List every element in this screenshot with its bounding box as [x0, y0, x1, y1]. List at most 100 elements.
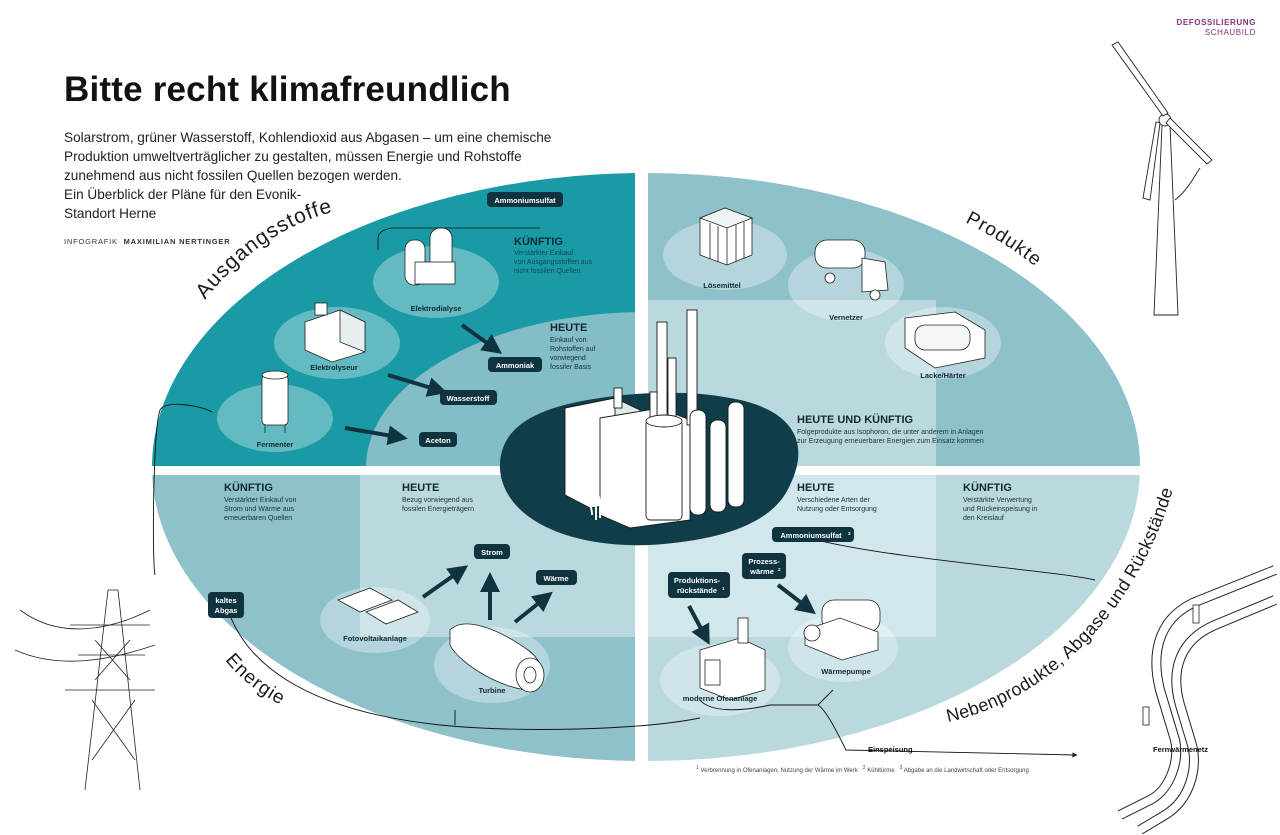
tag-text: Ammoniak — [496, 361, 535, 370]
fernwaerme-label: Fernwärmenetz — [1153, 745, 1208, 754]
tag-ammoniak: Ammoniak — [488, 357, 542, 372]
item-label-elektrodialyse: Elektrodialyse — [411, 304, 462, 313]
item-label-vernetzer: Vernetzer — [829, 313, 863, 322]
text-line: fossilen Energieträgern — [402, 506, 474, 513]
tag-produktionsrueckstaende: Produktions- rückstände 1 — [668, 572, 730, 598]
energie-future-text: Verstärkter Einkauf von Strom und Wärme … — [224, 497, 296, 522]
ausgangsstoffe-future-text: Verstärkter Einkauf von Ausgangsstoffen … — [514, 250, 593, 275]
line-ofen-loop — [224, 599, 701, 730]
item-label-fermenter: Fermenter — [257, 440, 294, 449]
tag-text: kaltes — [215, 596, 236, 605]
text-line: Nutzung oder Entsorgung — [797, 506, 877, 513]
line-kaltes-abgas — [152, 403, 213, 576]
text-line: Strom und Wärme aus — [224, 506, 295, 513]
energie-future-head: KÜNFTIG — [224, 481, 273, 494]
item-label-turbine: Turbine — [479, 686, 506, 695]
line-ofen-out — [699, 699, 818, 711]
tag-bg — [488, 357, 542, 372]
text-line: Verstärkter Einkauf von — [224, 497, 296, 504]
tag-text: Strom — [481, 548, 503, 557]
tag-ammoniumsulfat-top: Ammoniumsulfat — [487, 192, 563, 207]
tag-text: Wärme — [543, 574, 568, 583]
tag-bg — [772, 527, 854, 542]
tag-wasserstoff: Wasserstoff — [440, 390, 497, 405]
ausgangsstoffe-today-text: Einkauf von Rohstoffen auf vorwiegend fo… — [550, 337, 595, 371]
item-label-lacke: Lacke/Härter — [920, 371, 966, 380]
ausgangsstoffe-item-labels: Elektrodialyse Elektrolyseur Fermenter — [257, 304, 462, 449]
elektrolyseur-icon — [304, 302, 366, 363]
tag-sup: 1 — [722, 586, 725, 591]
tag-text: Ammoniumsulfat — [780, 531, 842, 540]
item-label-waermepumpe: Wärmepumpe — [821, 667, 871, 676]
intro-text: Solarstrom, grüner Wasserstoff, Kohlendi… — [64, 128, 564, 223]
text-line: vorwiegend — [550, 355, 586, 362]
intro-line: Standort Herne — [64, 206, 157, 221]
energie-today-text: Bezug vorwiegend aus fossilen Energieträ… — [402, 497, 474, 513]
section-tag: DEFOSSILIERUNG SCHAUBILD — [1176, 18, 1256, 38]
text-line: erneuerbaren Quellen — [224, 515, 292, 522]
tag-bg — [536, 570, 577, 585]
lacke-icon — [904, 311, 986, 369]
fotovoltaik-icon — [337, 587, 419, 625]
power-pylon-icon — [14, 589, 156, 791]
flow-arrows — [344, 323, 816, 645]
pipeline-icon — [1117, 565, 1277, 835]
nebenprodukte-future-head: KÜNFTIG — [963, 481, 1012, 494]
credit-prefix: INFOGRAFIK — [64, 237, 118, 246]
intro-line: zunehmend aus nicht fossilen Quellen bez… — [64, 168, 402, 183]
item-label-elektrolyseur: Elektrolyseur — [310, 363, 358, 372]
item-label-ofenanlage: moderne Ofenanlage — [683, 694, 758, 703]
tag-strom: Strom — [474, 544, 510, 559]
tag-bg — [440, 390, 497, 405]
footnote-number: 2 — [862, 765, 866, 771]
text-line: von Ausgangsstoffen aus — [514, 259, 593, 266]
nebenprodukte-item-labels: moderne Ofenanlage Wärmepumpe — [683, 667, 871, 703]
page-title: Bitte recht klimafreundlich — [64, 70, 511, 109]
line-ammonium-out — [816, 539, 1096, 581]
waermepumpe-icon — [803, 599, 881, 661]
loesemittel-icon — [698, 207, 754, 266]
ausgangsstoffe-today-head: HEUTE — [550, 322, 587, 334]
line-einspeisung — [817, 704, 1078, 758]
text-line: den Kreislauf — [963, 515, 1004, 522]
item-label-loesemittel: Lösemittel — [703, 281, 741, 290]
arrow-produktionsrueckstaende — [687, 605, 710, 645]
tag-bg — [487, 192, 563, 207]
section-label: DEFOSSILIERUNG — [1176, 18, 1256, 27]
nebenprodukte-today-text: Verschiedene Arten der Nutzung oder Ents… — [797, 497, 877, 513]
tag-bg — [742, 553, 786, 579]
footnote-text: Abgabe an die Landwirtschaft oder Entsor… — [903, 768, 1029, 774]
tag-prozesswaerme: Prozess- wärme 2 — [742, 553, 786, 579]
produkte-text: Folgeprodukte aus Isophoron, die unter a… — [797, 429, 984, 445]
tag-bg — [208, 592, 244, 618]
tag-text: Abgas — [215, 606, 238, 615]
arrow-aceton — [344, 425, 408, 446]
text-line: nicht fossilen Quellen — [514, 268, 581, 275]
ofenanlage-icon — [699, 617, 766, 701]
einspeisung-label: Einspeisung — [868, 745, 913, 754]
tag-text: Ammoniumsulfat — [494, 196, 556, 205]
tag-sup: 2 — [778, 567, 781, 572]
produkte-head: HEUTE UND KÜNFTIG — [797, 413, 913, 426]
fermenter-icon — [261, 370, 289, 433]
credit-author: MAXIMILIAN NERTINGER — [123, 237, 231, 246]
footnotes: 1 Verbrennung in Ofenanlagen, Nutzung de… — [696, 765, 1029, 774]
tag-bg — [474, 544, 510, 559]
wind-turbine-icon — [1111, 41, 1213, 316]
tag-text: rückstände — [677, 586, 717, 595]
line-fork — [817, 689, 834, 706]
tag-kaltes-abgas: kaltes Abgas — [208, 592, 244, 618]
footnote-number: 1 — [696, 765, 699, 771]
turbine-icon — [449, 623, 545, 693]
tag-text: Aceton — [425, 436, 451, 445]
tag-text: wärme — [749, 567, 774, 576]
tag-bg — [668, 572, 730, 598]
text-line: und Rückeinspeisung in — [963, 506, 1037, 513]
text-line: Verstärkte Verwertung — [963, 497, 1032, 504]
text-line: Einkauf von — [550, 337, 587, 344]
text-line: zur Erzeugung erneuerbarer Energien zum … — [797, 438, 984, 445]
ausgangsstoffe-future-head: KÜNFTIG — [514, 235, 563, 248]
tag-text: Produktions- — [674, 576, 721, 585]
nebenprodukte-today-head: HEUTE — [797, 482, 834, 494]
text-line: Bezug vorwiegend aus — [402, 497, 473, 504]
